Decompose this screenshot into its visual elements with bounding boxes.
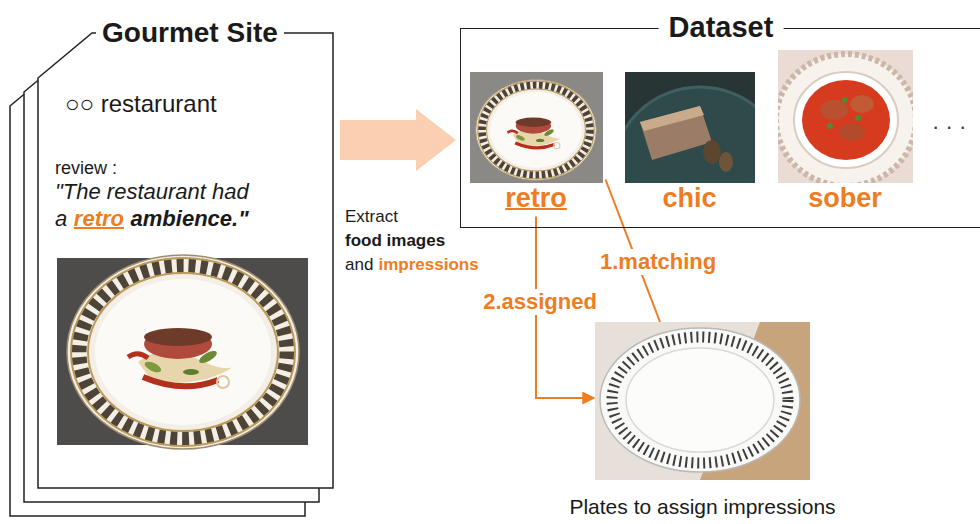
plate-image: Plates to assign impressions: [595, 322, 810, 480]
action-word: and: [345, 255, 373, 274]
sober-photo: [778, 54, 913, 183]
ellipsis-mark: · · ·: [932, 114, 966, 140]
chic-photo: [640, 106, 704, 131]
chic-photo: [640, 106, 712, 160]
plate-photo: [595, 322, 810, 480]
plate-photo: [600, 328, 800, 472]
text-block: Plates to assign impressions: [569, 494, 835, 520]
dataset-item: retro: [467, 72, 606, 213]
dataset-item: chic: [622, 72, 758, 213]
text-block: "The restaurant had aretroambience.": [55, 178, 267, 232]
stacked-web-pages: [10, 33, 333, 516]
plate-photo: [595, 322, 810, 480]
impression-word: retro: [74, 206, 124, 231]
action-word: food images: [345, 229, 475, 253]
retro-photo: [476, 80, 597, 181]
sober-photo: [778, 50, 913, 183]
extract-arrow: [340, 109, 456, 171]
retro-photo: [470, 72, 603, 183]
sober-photo: [802, 80, 890, 160]
sober-photo: [850, 95, 874, 113]
plate-photo: [612, 337, 788, 463]
chic-photo: [625, 72, 755, 183]
web-page: Gourmet Site○○ restarurantreview :"The r…: [38, 17, 333, 488]
impression-word: impressions: [378, 255, 478, 274]
impression-word: chic: [622, 183, 758, 213]
impression-word: sober: [775, 183, 916, 213]
text-block: ○○ restarurant: [65, 89, 217, 119]
stacked-web-pages: [38, 33, 333, 488]
sober-photo: [827, 123, 833, 129]
dataset-box: retrochicsoberDataset: [460, 28, 980, 228]
text-block: Gourmet Site: [96, 17, 284, 49]
food-photo: [67, 255, 299, 449]
chic-photo: [719, 152, 733, 172]
sober-photo: [842, 97, 848, 103]
retro-photo: [470, 72, 603, 183]
restaurant-name: ○○ restarurant: [65, 89, 217, 119]
chic-photo: [703, 140, 721, 164]
text-block: review :: [55, 157, 117, 179]
sober-photo: [794, 72, 898, 168]
text-block: Dataset: [659, 10, 784, 44]
step-label: 2.assigned: [480, 289, 600, 315]
impression-word: retro: [467, 183, 606, 213]
dataset-item: sober: [775, 50, 916, 213]
step-label: 1.matching: [597, 249, 719, 275]
sober-photo: [839, 123, 865, 141]
text-block: sober: [775, 183, 916, 213]
text-block: · · ·: [932, 114, 966, 140]
plate-caption: Plates to assign impressions: [569, 494, 835, 520]
review-label: review :: [55, 157, 117, 179]
food-photo: [57, 255, 308, 449]
text-block: retro: [467, 183, 606, 213]
action-word: Extract: [345, 205, 475, 229]
chic-photo: [625, 87, 755, 183]
review-text: ambience.": [131, 206, 249, 231]
text-block: Extractfood images and impressions: [345, 205, 475, 277]
text-block: chic: [622, 183, 758, 213]
site-title: Gourmet Site: [96, 17, 284, 49]
dataset-title: Dataset: [659, 10, 784, 44]
sober-photo: [820, 100, 848, 120]
plate-photo: [626, 348, 774, 452]
sober-photo: [855, 115, 861, 121]
